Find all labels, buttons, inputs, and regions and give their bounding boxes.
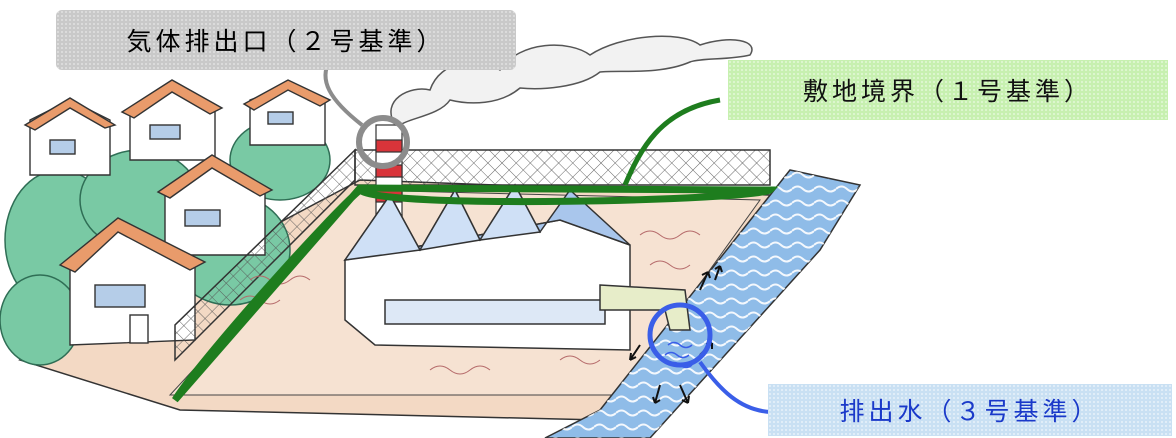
house — [23, 97, 117, 176]
fence — [174, 148, 771, 362]
site-boundary-label: 敷地境界（１号基準） — [728, 60, 1168, 120]
wastewater-label: 排出水（３号基準） — [768, 384, 1172, 436]
house — [242, 79, 332, 146]
factory-building — [343, 183, 631, 351]
house — [58, 217, 207, 346]
river — [544, 169, 862, 438]
site-boundary-marker — [172, 97, 779, 403]
house — [156, 154, 274, 256]
houses — [23, 79, 332, 346]
wastewater-marker — [647, 302, 771, 414]
house — [120, 79, 224, 161]
gas-outlet-label: 気体排出口（２号基準） — [56, 10, 516, 70]
discharge-pipe — [599, 284, 691, 331]
flow-arrows — [629, 265, 723, 404]
